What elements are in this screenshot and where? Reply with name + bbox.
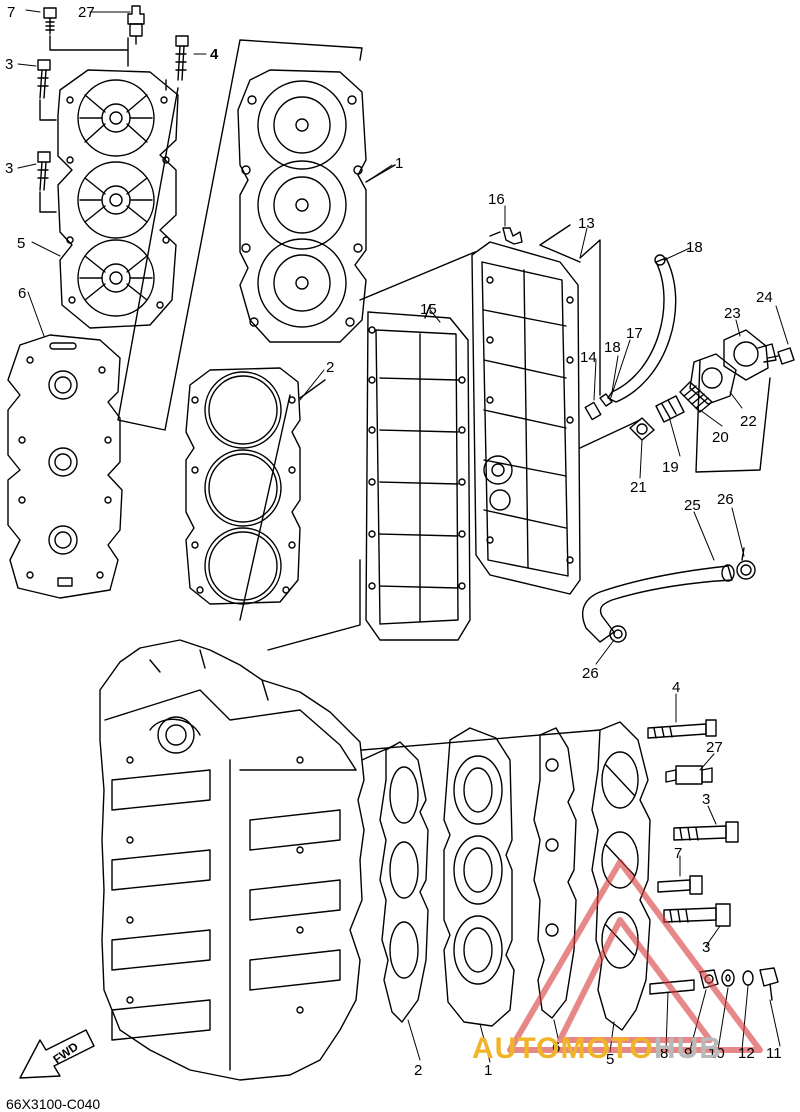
bolt-24	[767, 347, 795, 365]
callout-20: 20	[712, 429, 729, 446]
callout-13: 13	[578, 215, 595, 232]
callout-26-b: 26	[582, 665, 599, 682]
head-cover-top	[57, 69, 179, 329]
callout-6-top: 6	[18, 285, 27, 302]
callout-19: 19	[662, 459, 679, 476]
spark-plug-27-bottom	[665, 765, 713, 785]
callout-6-bottom: 6	[552, 1039, 561, 1056]
callout-1-bottom: 1	[484, 1062, 493, 1079]
callout-18-b: 18	[604, 339, 621, 356]
watermark-text-2: HUB	[653, 1032, 722, 1065]
head-cover-5-bottom	[591, 721, 651, 1031]
bolt-3-bottom-a	[673, 821, 739, 843]
fitting-21	[629, 417, 655, 441]
fitting-14	[584, 393, 613, 421]
callout-1-top: 1	[395, 155, 404, 172]
fwd-arrow-icon	[19, 1029, 95, 1079]
callout-3-bottom-b: 3	[702, 939, 711, 956]
callout-8: 8	[660, 1045, 669, 1062]
callout-17: 17	[626, 325, 643, 342]
callout-9: 9	[684, 1045, 693, 1062]
callout-7-top: 7	[7, 4, 16, 21]
callout-2-top: 2	[326, 359, 335, 376]
callout-3-b: 3	[5, 160, 14, 177]
callout-26-a: 26	[717, 491, 734, 508]
spark-plug-27-top	[127, 5, 145, 45]
bolt-3-a	[37, 59, 51, 99]
bolt-11	[759, 967, 779, 1001]
callout-27-top: 27	[78, 4, 95, 21]
callout-10: 10	[708, 1045, 725, 1062]
callout-11: 11	[766, 1045, 782, 1062]
watermark-logo: AUTOMOTOHUB	[472, 1032, 722, 1066]
callout-3-bottom-a: 3	[702, 791, 711, 808]
clamp-26-b	[609, 625, 627, 643]
stud-8	[649, 979, 695, 995]
bolt-7-top	[43, 7, 57, 35]
watermark-text-1: AUTOMOTO	[472, 1032, 654, 1065]
cylinder-block	[99, 639, 365, 1081]
fitting-19	[655, 395, 685, 423]
cover-gasket-6	[7, 334, 123, 599]
callout-15: 15	[420, 301, 437, 318]
callout-21: 21	[630, 479, 647, 496]
callout-18-a: 18	[686, 239, 703, 256]
callout-3-a: 3	[5, 56, 14, 73]
gasket-22	[689, 353, 737, 405]
callout-7-bottom: 7	[674, 845, 683, 862]
callout-5-bottom: 5	[606, 1051, 615, 1068]
callout-25: 25	[684, 497, 701, 514]
callout-16: 16	[488, 191, 505, 208]
head-gasket-2-bottom	[379, 741, 429, 1023]
callout-24: 24	[756, 289, 773, 306]
callout-4-top: 4	[210, 46, 219, 63]
head-gasket-2-top	[185, 367, 301, 605]
diagram-code: 66X3100-C040	[6, 1096, 101, 1112]
bolt-7-bottom	[657, 875, 703, 895]
leader-lines	[17, 9, 789, 1063]
exhaust-cover-13	[471, 241, 581, 595]
bolt-4-bottom	[647, 719, 717, 739]
callout-14: 14	[580, 349, 597, 366]
cover-gasket-6-bottom	[533, 727, 577, 1019]
callout-12: 12	[738, 1045, 755, 1062]
callout-5-top: 5	[17, 235, 26, 252]
cylinder-head-1-top	[237, 69, 367, 343]
callout-23: 23	[724, 305, 741, 322]
exhaust-gasket-15	[365, 311, 471, 641]
bolt-3-bottom-b	[663, 903, 731, 927]
callout-4-bottom: 4	[672, 679, 681, 696]
callout-27-bottom: 27	[706, 739, 723, 756]
callout-2-bottom: 2	[414, 1062, 423, 1079]
washer-12	[742, 970, 754, 986]
cylinder-head-1-bottom	[443, 727, 515, 1027]
hose-25	[582, 564, 735, 643]
bolt-16	[489, 227, 523, 245]
clamp-26-a	[736, 547, 756, 580]
washer-10	[721, 969, 735, 987]
bolt-4-top	[175, 35, 189, 81]
watermark-triangle	[507, 859, 763, 1053]
bolt-3-b	[37, 151, 51, 191]
cover-23	[723, 329, 777, 381]
callout-22: 22	[740, 413, 757, 430]
